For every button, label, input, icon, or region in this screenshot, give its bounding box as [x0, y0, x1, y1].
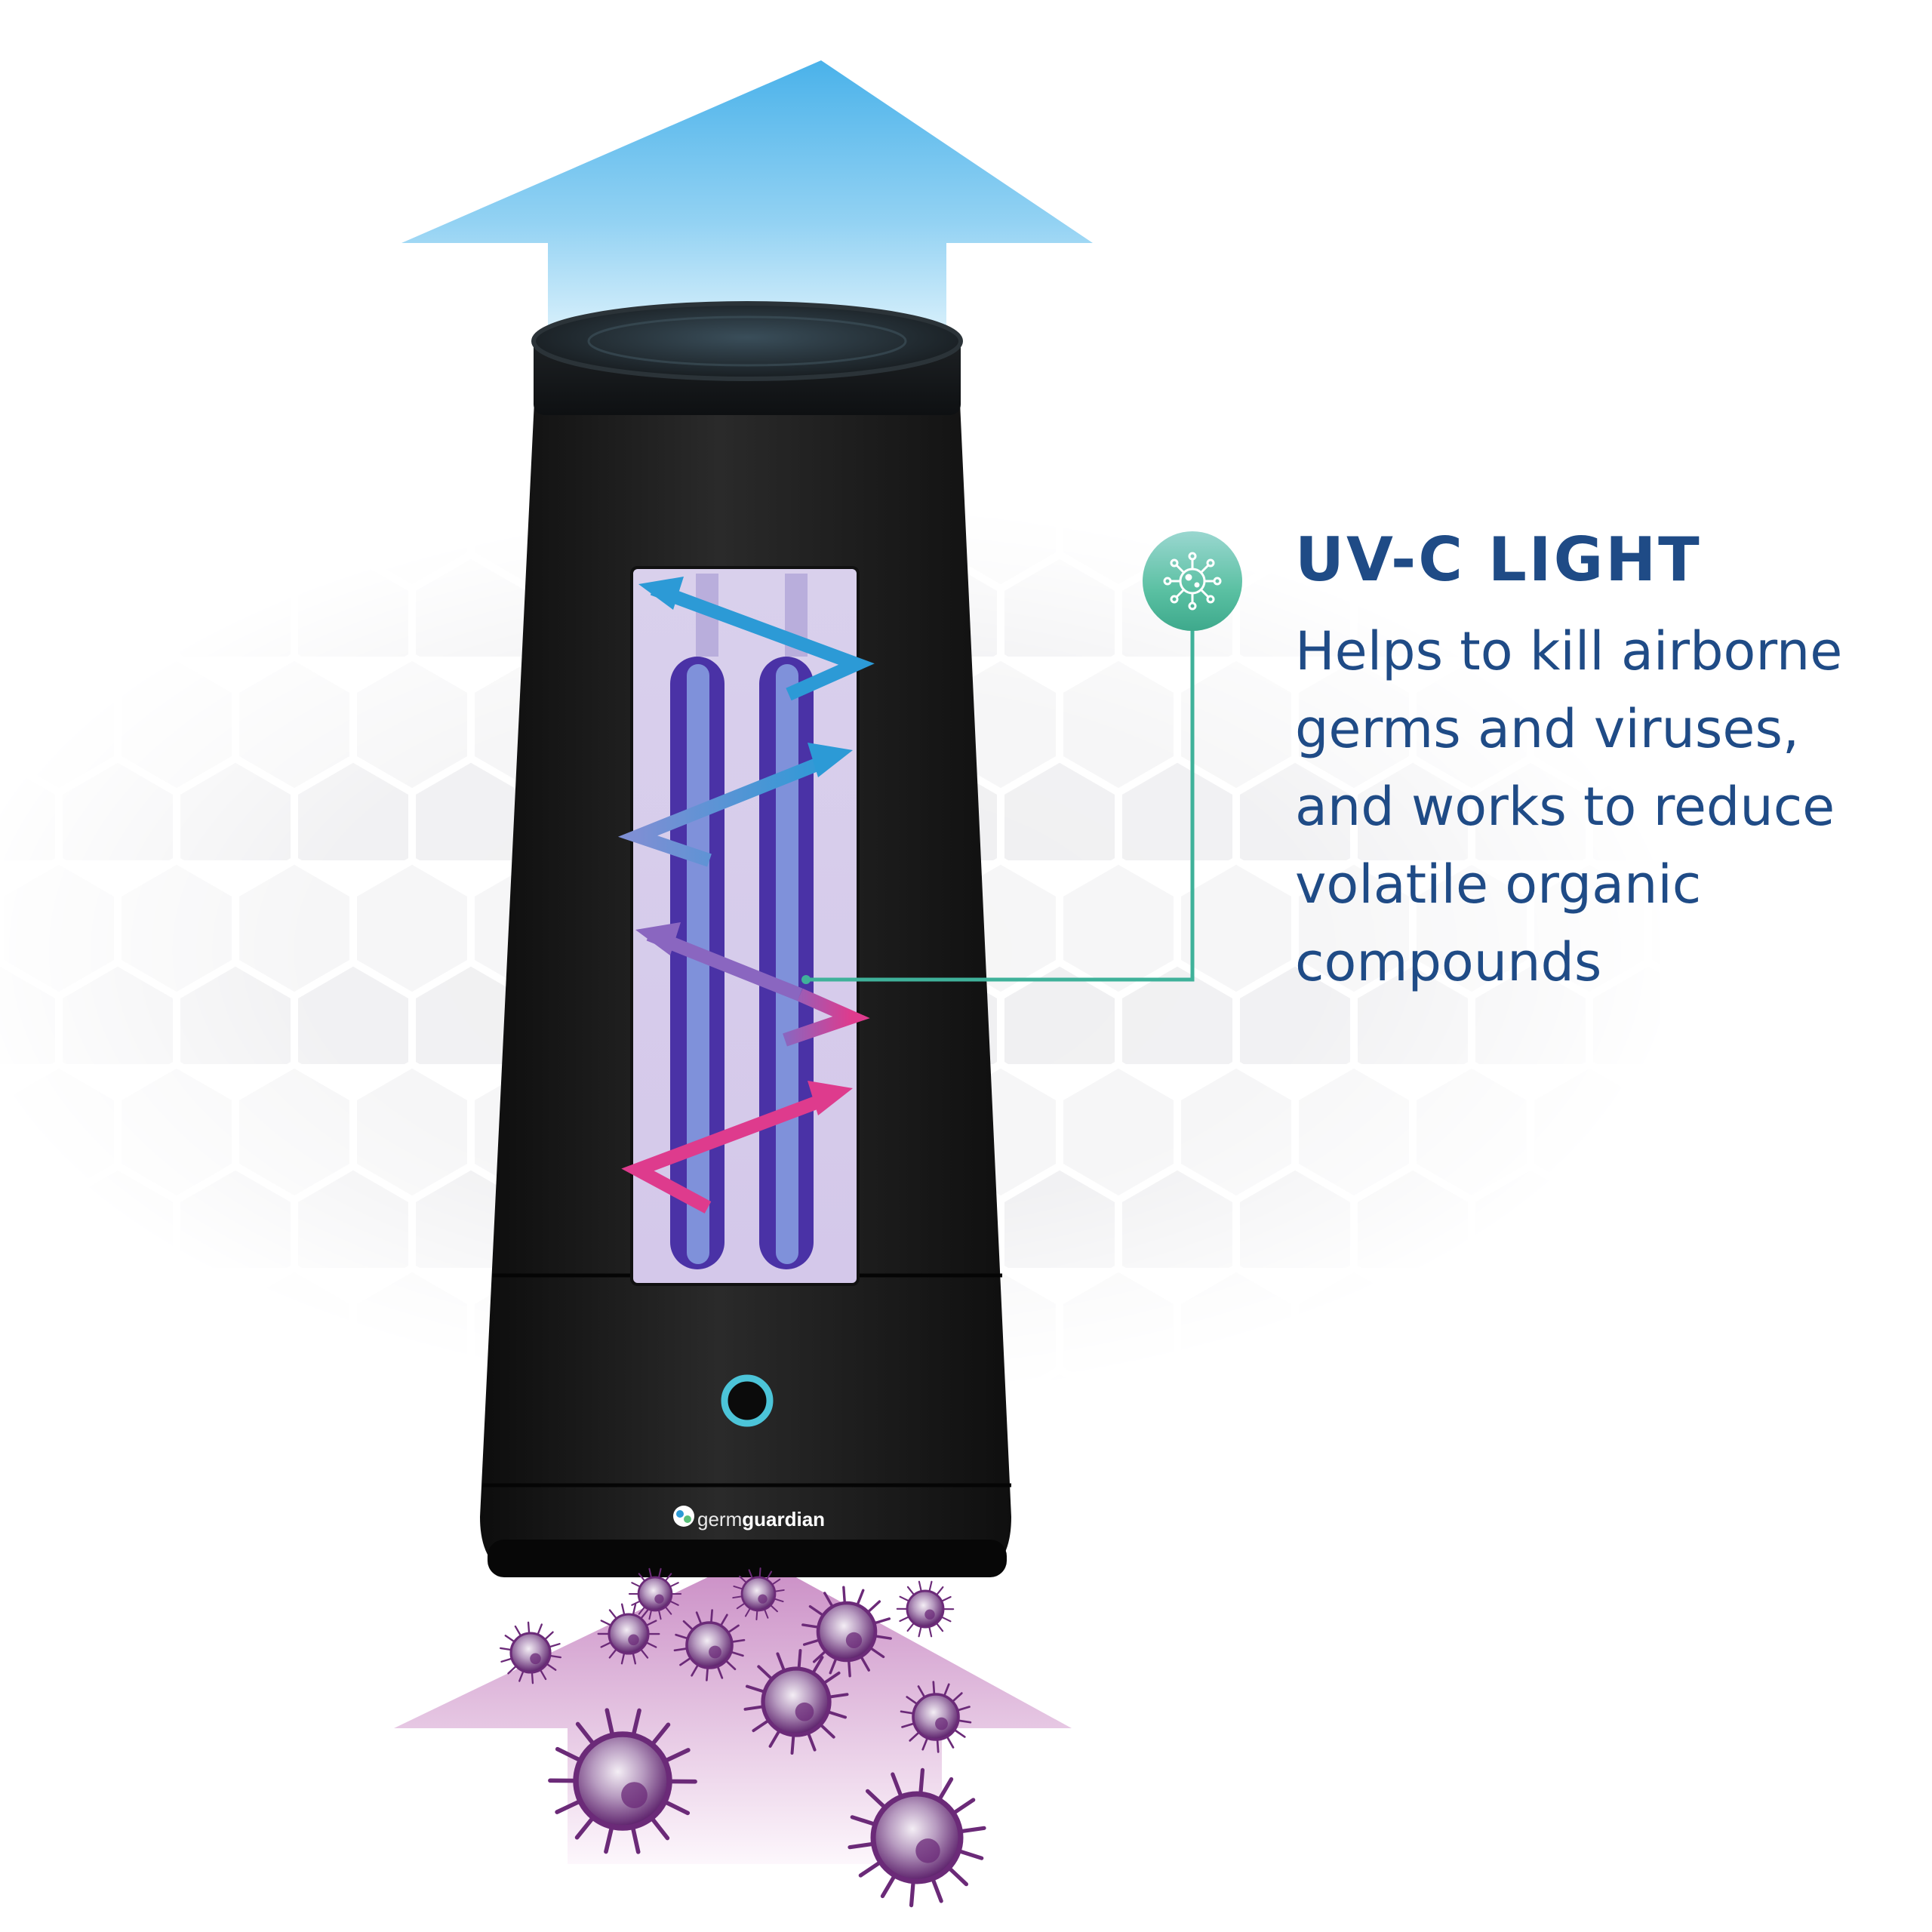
germ-particle [732, 1567, 785, 1621]
germ-particle [848, 1767, 986, 1908]
brand-logo-icon [673, 1506, 694, 1527]
germs [499, 1567, 986, 1908]
germ-particle [628, 1567, 682, 1620]
airflow-arrows [617, 577, 875, 1214]
germ-particle [597, 1603, 660, 1665]
power-button[interactable] [721, 1374, 774, 1427]
callout [801, 531, 1242, 984]
callout-badge [1143, 531, 1242, 631]
germ-particle [548, 1708, 697, 1854]
germ-particle [743, 1649, 849, 1755]
dirty-air-arrow [394, 1555, 1072, 1864]
feature-title: UV-C LIGHT [1295, 525, 1702, 595]
germ-particle [673, 1609, 746, 1681]
germ-particle [801, 1586, 892, 1678]
virus-icon [1163, 552, 1222, 611]
clean-air-arrow [401, 60, 1093, 355]
uv-bulb-right [759, 657, 814, 1269]
brand-logo: germguardian [697, 1508, 825, 1531]
brand-prefix: germ [697, 1508, 743, 1531]
germ-particle [499, 1621, 562, 1684]
germ-particle [900, 1681, 972, 1753]
brand-suffix: guardian [742, 1508, 826, 1531]
germ-particle [896, 1580, 955, 1638]
device-top-vent [531, 301, 963, 381]
feature-description: Helps to kill airborne germs and viruses… [1295, 620, 1843, 993]
uv-chamber [617, 566, 875, 1286]
